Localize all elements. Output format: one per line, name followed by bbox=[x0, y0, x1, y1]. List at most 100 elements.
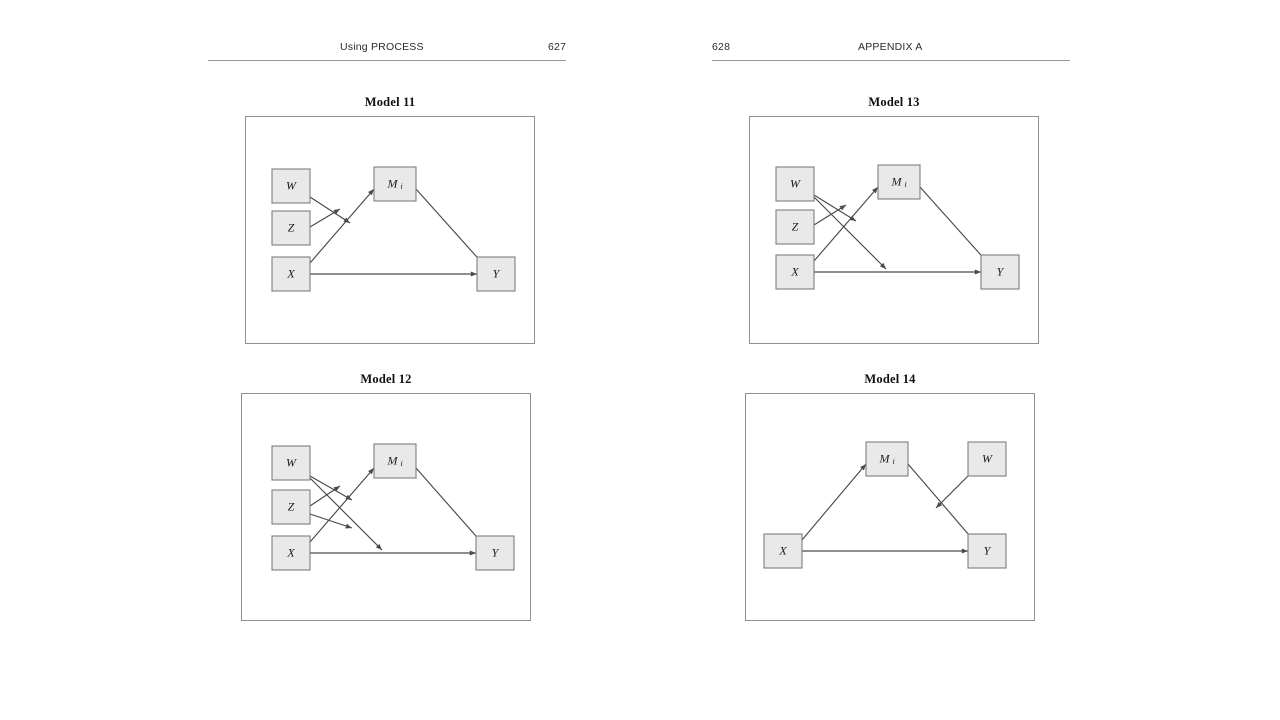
arrowhead-icon bbox=[375, 543, 382, 550]
page-folio-left: 627 bbox=[548, 41, 567, 53]
edge-path bbox=[813, 194, 857, 222]
node-W: W bbox=[967, 441, 1007, 477]
edge-path bbox=[309, 188, 375, 264]
arrowhead-icon bbox=[879, 262, 886, 269]
node-box bbox=[967, 441, 1007, 477]
edge-path bbox=[309, 475, 353, 501]
node-box bbox=[980, 254, 1020, 290]
node-W: W bbox=[775, 166, 815, 202]
node-label: Z bbox=[792, 219, 799, 233]
node-label: Y bbox=[984, 543, 992, 557]
arrowhead-icon bbox=[368, 468, 374, 475]
arrowhead-icon bbox=[345, 494, 352, 500]
node-box bbox=[271, 489, 311, 525]
arrowhead-icon bbox=[849, 215, 856, 221]
edge-path bbox=[935, 475, 969, 509]
arrowhead-icon bbox=[936, 501, 943, 508]
node-label: M bbox=[387, 453, 399, 467]
edge-path bbox=[415, 467, 484, 545]
edge-path bbox=[309, 477, 383, 551]
node-X: X bbox=[271, 535, 311, 571]
node-label: W bbox=[790, 176, 801, 190]
node-label-subscript: i bbox=[401, 182, 403, 191]
edge-path bbox=[309, 467, 375, 543]
node-label-subscript: i bbox=[893, 457, 895, 466]
node-label: Y bbox=[997, 264, 1005, 278]
running-head-title-right: APPENDIX A bbox=[858, 41, 923, 53]
node-box bbox=[373, 166, 417, 202]
running-head-left: Using PROCESS 627 bbox=[208, 38, 566, 61]
node-label: Z bbox=[288, 220, 295, 234]
node-X: X bbox=[271, 256, 311, 292]
node-X: X bbox=[775, 254, 815, 290]
node-W: W bbox=[271, 168, 311, 204]
edge-path bbox=[415, 188, 485, 266]
node-box bbox=[475, 535, 515, 571]
node-label: W bbox=[286, 455, 297, 469]
node-box bbox=[271, 256, 311, 292]
node-X: X bbox=[763, 533, 803, 569]
running-head-right: 628 APPENDIX A bbox=[712, 38, 1070, 61]
arrowhead-icon bbox=[839, 205, 846, 211]
edge-path bbox=[919, 186, 989, 264]
edge-path bbox=[801, 463, 867, 541]
node-box bbox=[877, 164, 921, 200]
page-folio-right: 628 bbox=[712, 41, 731, 53]
node-label: M bbox=[891, 174, 903, 188]
figure-title: Model 11 bbox=[364, 95, 416, 109]
arrowhead-icon bbox=[343, 217, 350, 223]
arrowhead-icon bbox=[333, 209, 340, 215]
node-Y: Y bbox=[475, 535, 515, 571]
node-label: Y bbox=[493, 266, 501, 280]
node-label: W bbox=[286, 178, 297, 192]
node-box bbox=[271, 168, 311, 204]
node-Y: Y bbox=[980, 254, 1020, 290]
node-Y: Y bbox=[476, 256, 516, 292]
node-Z: Z bbox=[775, 209, 815, 245]
node-label: X bbox=[790, 264, 799, 278]
node-box bbox=[271, 535, 311, 571]
node-Z: Z bbox=[271, 489, 311, 525]
node-label-subscript: i bbox=[401, 459, 403, 468]
node-box bbox=[865, 441, 909, 477]
node-label: M bbox=[387, 176, 399, 190]
arrowhead-icon bbox=[860, 464, 866, 471]
node-label: Y bbox=[492, 545, 500, 559]
arrowhead-icon bbox=[345, 523, 352, 529]
node-label: W bbox=[982, 451, 993, 465]
figure-title: Model 12 bbox=[360, 372, 412, 386]
node-box bbox=[271, 445, 311, 481]
node-Y: Y bbox=[967, 533, 1007, 569]
arrowhead-icon bbox=[470, 271, 477, 277]
node-label: X bbox=[778, 543, 787, 557]
node-box bbox=[775, 254, 815, 290]
edge-path bbox=[813, 204, 847, 226]
node-label: Z bbox=[288, 499, 295, 513]
node-box bbox=[476, 256, 516, 292]
arrowhead-icon bbox=[961, 548, 968, 554]
figure-title: Model 13 bbox=[868, 95, 920, 109]
edge-path bbox=[813, 196, 887, 270]
arrowhead-icon bbox=[333, 486, 340, 492]
arrowhead-icon bbox=[469, 550, 476, 556]
running-head-title-left: Using PROCESS bbox=[340, 41, 424, 53]
node-box bbox=[271, 210, 311, 246]
edge-path bbox=[813, 186, 879, 262]
node-label: X bbox=[286, 266, 295, 280]
arrowhead-icon bbox=[368, 189, 374, 196]
node-box bbox=[373, 443, 417, 479]
node-box bbox=[967, 533, 1007, 569]
node-box bbox=[775, 209, 815, 245]
figure-title: Model 14 bbox=[864, 372, 916, 386]
